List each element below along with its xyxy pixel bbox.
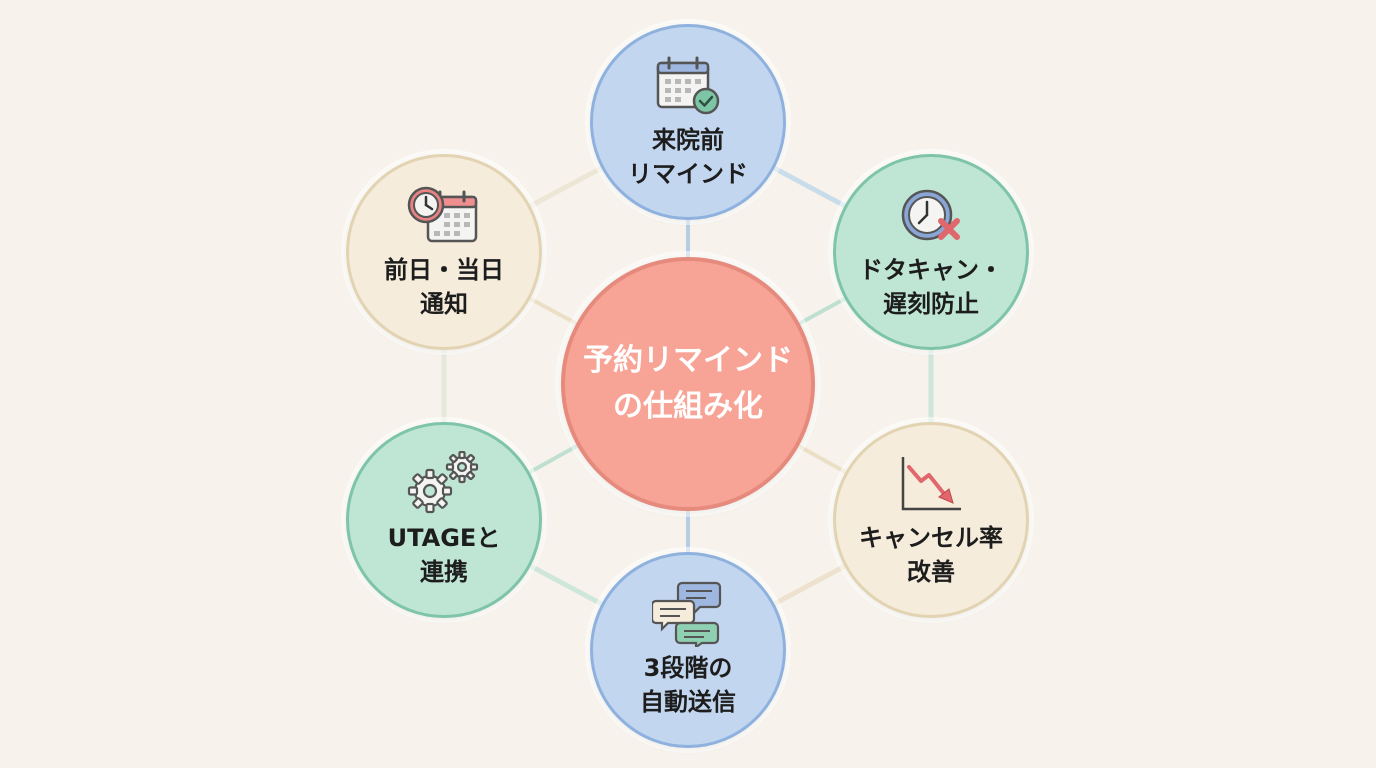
calendar-check-icon <box>648 53 728 119</box>
node-cancel-rate-improvement: キャンセル率 改善 <box>833 422 1029 618</box>
chat-bubbles-icon <box>648 581 728 647</box>
center-hub-reminder-system: 予約リマインド の仕組み化 <box>561 257 815 511</box>
node-label: 前日・当日 通知 <box>384 256 504 318</box>
node-day-before-and-same-day-notice: 前日・当日 通知 <box>346 154 542 350</box>
gears-icon <box>404 451 484 517</box>
node-label: UTAGEと 連携 <box>387 524 501 586</box>
node-label: ドタキャン・ 遅刻防止 <box>859 256 1003 318</box>
node-no-show-prevention: ドタキャン・ 遅刻防止 <box>833 154 1029 350</box>
center-label: 予約リマインド の仕組み化 <box>583 343 793 424</box>
node-three-step-auto-send: 3段階の 自動送信 <box>590 552 786 748</box>
node-pre-visit-reminder: 来院前 リマインド <box>590 24 786 220</box>
node-utage-integration: UTAGEと 連携 <box>346 422 542 618</box>
downtrend-chart-icon <box>891 451 971 517</box>
clock-calendar-icon <box>404 183 484 249</box>
node-label: 来院前 リマインド <box>628 126 748 188</box>
clock-cross-icon <box>891 183 971 249</box>
node-label: 3段階の 自動送信 <box>640 654 736 716</box>
node-label: キャンセル率 改善 <box>859 524 1003 586</box>
